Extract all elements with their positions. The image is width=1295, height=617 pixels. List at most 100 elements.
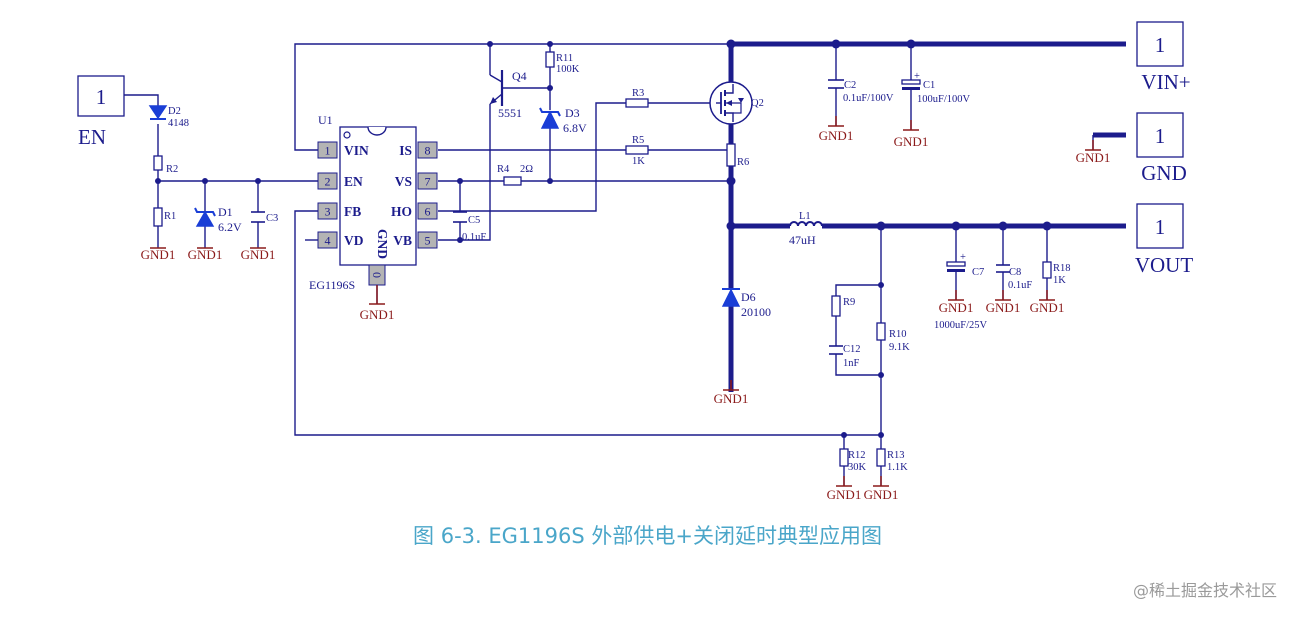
ic-pin7-name: VS [395, 174, 412, 189]
resistor-r9: R9 [831, 295, 855, 317]
svg-text:+: + [960, 252, 966, 263]
transistor-q4: Q4 5551 [489, 69, 527, 120]
c1-ref: C1 [923, 80, 935, 91]
resistor-r10: R10 9.1K [876, 322, 910, 353]
ic-pin6-number: 6 [425, 205, 431, 219]
svg-text:GND1: GND1 [986, 300, 1021, 315]
r12-value: 30K [848, 462, 867, 473]
connector-vin-label: VIN+ [1141, 70, 1190, 94]
resistor-r13: R13 1.1K [876, 448, 908, 473]
d2-ref: D2 [168, 106, 181, 117]
d3-value: 6.8V [563, 121, 587, 135]
d6-ref: D6 [741, 290, 756, 304]
resistor-r6: R6 [726, 143, 749, 168]
svg-text:GND1: GND1 [894, 134, 929, 149]
zener-d3: D3 6.8V [539, 106, 587, 135]
q2-ref: Q2 [751, 98, 764, 109]
wires [124, 41, 1126, 486]
gnd-c3: GND1 [241, 247, 276, 262]
svg-text:+: + [914, 71, 920, 82]
watermark: @稀土掘金技术社区 [1132, 581, 1277, 600]
d1-ref: D1 [218, 205, 233, 219]
ic-pin2-number: 2 [325, 175, 331, 189]
ic-pin8-name: IS [399, 143, 412, 158]
c12-ref: C12 [843, 344, 861, 355]
r3-ref: R3 [632, 88, 644, 99]
resistor-r3: R3 [625, 88, 649, 108]
connector-vin: 1 VIN+ [1136, 21, 1191, 94]
capacitor-c2: C2 0.1uF/100V [828, 79, 894, 104]
ic-pin5-number: 5 [425, 234, 431, 248]
ground-symbols: GND1 GND1 GND1 GND1 GND1 GND1 GND1 GND1 … [141, 116, 1111, 502]
r13-value: 1.1K [887, 462, 908, 473]
c2-ref: C2 [844, 80, 856, 91]
connector-en-number: 1 [96, 85, 107, 109]
ic-pin1-name: VIN [344, 143, 369, 158]
c8-value: 0.1uF [1008, 280, 1032, 291]
gnd-connector: GND1 [1076, 140, 1111, 165]
c3-ref: C3 [266, 213, 278, 224]
r13-ref: R13 [887, 450, 905, 461]
r4-ref: R4 [497, 164, 510, 175]
r6-ref: R6 [737, 157, 749, 168]
connector-vout-label: VOUT [1135, 253, 1193, 277]
r10-value: 9.1K [889, 342, 910, 353]
gnd-d1: GND1 [188, 247, 223, 262]
ic-pin7-number: 7 [425, 175, 431, 189]
q4-ref: Q4 [512, 69, 527, 83]
connector-gnd-label: GND [1141, 161, 1187, 185]
svg-text:GND1: GND1 [827, 487, 862, 502]
resistor-r18: R18 1K [1042, 261, 1071, 286]
d1-value: 6.2V [218, 220, 242, 234]
ic-pin3-number: 3 [325, 205, 331, 219]
svg-text:GND1: GND1 [188, 247, 223, 262]
capacitor-c7: + C7 1000uF/25V [934, 252, 988, 331]
c12-value: 1nF [843, 358, 860, 369]
gnd-r13: GND1 [864, 476, 898, 502]
ic-pin8-number: 8 [425, 144, 431, 158]
resistor-r4: R4 2Ω [497, 164, 533, 186]
ic-pin3-name: FB [344, 204, 361, 219]
figure-caption: 图 6-3. EG1196S 外部供电+关闭延时典型应用图 [413, 524, 882, 548]
gnd-r1: GND1 [141, 247, 176, 262]
svg-text:GND1: GND1 [939, 300, 974, 315]
gnd-d6: GND1 [714, 380, 748, 406]
ic-part-number: EG1196S [309, 278, 355, 292]
svg-text:GND1: GND1 [141, 247, 176, 262]
gnd-ic: GND1 [360, 285, 395, 322]
mosfet-q2: Q2 [709, 81, 764, 125]
c5-ref: C5 [468, 215, 480, 226]
r2-ref: R2 [166, 164, 178, 175]
resistor-r1: R1 [153, 207, 176, 227]
capacitor-c3: C3 [251, 211, 278, 224]
d3-ref: D3 [565, 106, 580, 120]
ic-pin5-name: VB [393, 233, 412, 248]
gnd-c8: GND1 [986, 290, 1021, 315]
c1-value: 100uF/100V [917, 94, 971, 105]
diode-d6: D6 20100 [721, 288, 771, 319]
r18-value: 1K [1053, 275, 1066, 286]
svg-text:GND1: GND1 [241, 247, 276, 262]
r9-ref: R9 [843, 297, 855, 308]
capacitor-c5: C5 0.1uF [453, 211, 486, 243]
r10-ref: R10 [889, 329, 907, 340]
svg-text:GND1: GND1 [360, 307, 395, 322]
c2-value: 0.1uF/100V [843, 93, 894, 104]
connector-vout-number: 1 [1155, 215, 1166, 239]
resistor-r11: R11 100K [545, 51, 580, 75]
c5-value: 0.1uF [462, 232, 486, 243]
resistor-r2: R2 [153, 155, 178, 175]
r1-ref: R1 [164, 211, 176, 222]
connector-vin-number: 1 [1155, 33, 1166, 57]
l1-ref: L1 [799, 211, 811, 222]
connector-gnd-number: 1 [1155, 124, 1166, 148]
r18-ref: R18 [1053, 263, 1071, 274]
ic-pin1-number: 1 [325, 144, 331, 158]
r11-value: 100K [556, 64, 580, 75]
ic-designator: U1 [318, 113, 333, 127]
resistor-r5: R5 1K [625, 135, 649, 167]
r5-value: 1K [632, 156, 645, 167]
svg-text:GND1: GND1 [1076, 150, 1111, 165]
ic-pin4-number: 4 [325, 234, 331, 248]
